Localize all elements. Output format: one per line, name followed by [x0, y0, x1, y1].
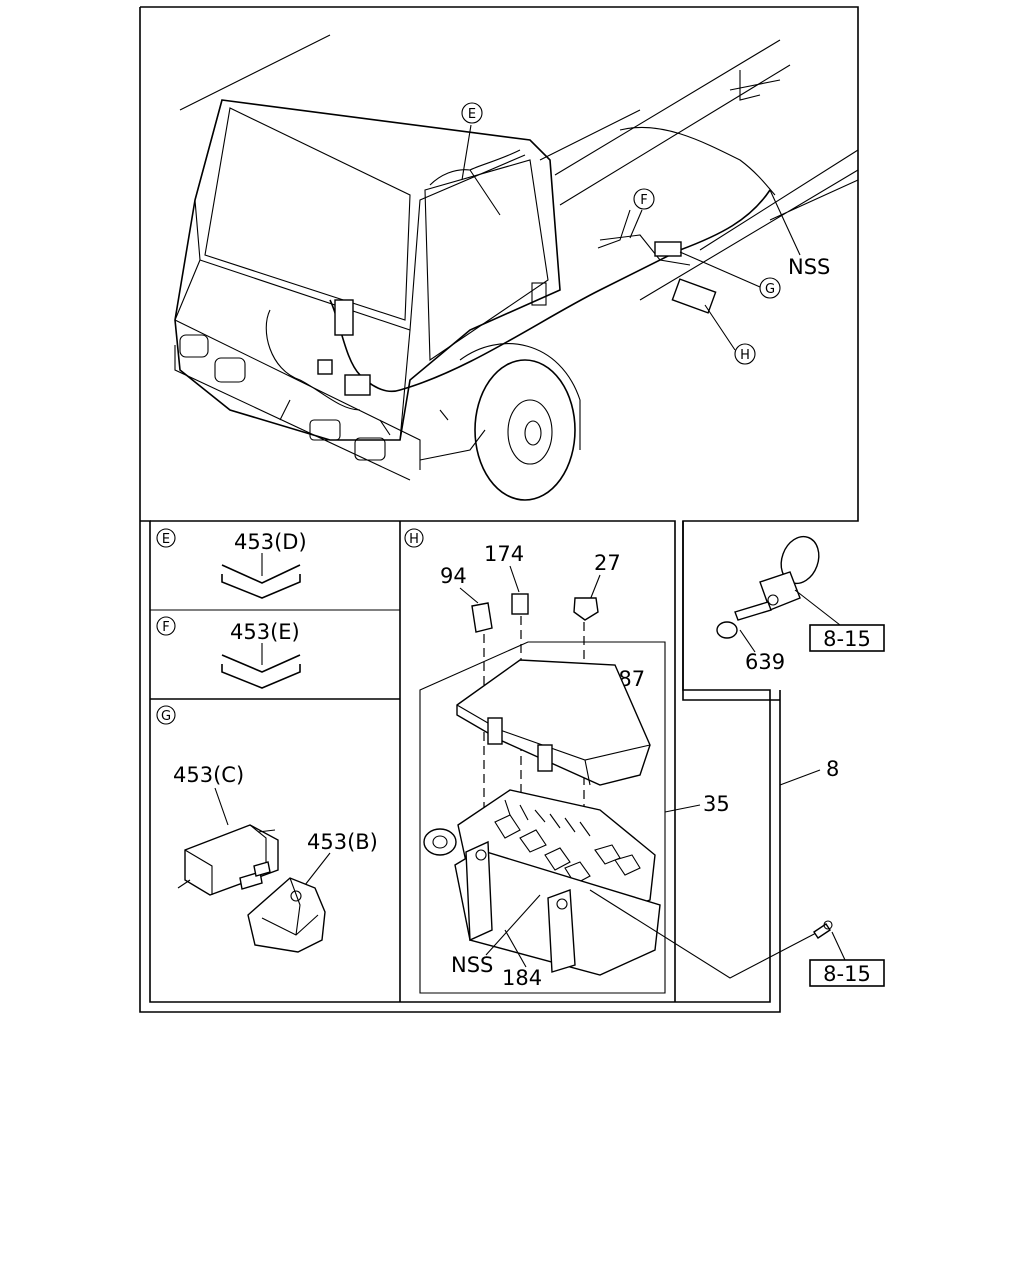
- assembly-callouts: 8 8-15: [779, 757, 885, 987]
- panel-e-part-label: 453(D): [234, 530, 307, 554]
- panel-g: G 453(C) 453(B): [156, 705, 378, 953]
- clip-bracket-icon: [759, 571, 801, 611]
- cover-latch-2: [537, 744, 553, 772]
- panel-g-letter: G: [161, 709, 171, 724]
- main-callout-f: F: [640, 193, 647, 208]
- relay-94-icon: [471, 602, 493, 633]
- main-callouts: E F G H NSS: [461, 102, 830, 365]
- label-639: 639: [745, 650, 785, 674]
- callout-circle-h: [734, 343, 756, 365]
- bolt-leader-line: [589, 889, 819, 979]
- panel-g-label-c: 453(C): [173, 763, 244, 787]
- fuse-box-grommet-icon: [423, 828, 457, 856]
- bracket-453b-icon: [247, 877, 326, 953]
- relay-453c-icon: [184, 824, 279, 896]
- main-view-frame: [140, 6, 859, 1003]
- ref-box-clip[interactable]: [809, 624, 885, 652]
- panel-e: E 453(D): [156, 528, 307, 599]
- panel-f: F 453(E): [156, 616, 301, 689]
- detail-frame-top: [150, 520, 676, 1002]
- label-8: 8: [826, 757, 839, 781]
- main-callout-e: E: [468, 107, 476, 122]
- label-94: 94: [440, 564, 467, 588]
- panel-f-part-label: 453(E): [230, 620, 300, 644]
- clip-panel-frame: [682, 521, 780, 701]
- grommet-453e-icon: [221, 654, 301, 689]
- fuse-box-cover-icon: [456, 659, 651, 786]
- bolt-639-icon: [734, 601, 772, 621]
- panel-e-letter: E: [162, 532, 170, 547]
- label-174: 174: [484, 542, 524, 566]
- fuse-27-icon: [573, 597, 599, 621]
- label-184: 184: [502, 966, 542, 990]
- ref-clip-label: 8-15: [823, 627, 871, 651]
- callout-circle-g: [759, 277, 781, 299]
- cover-latch-1: [487, 717, 503, 745]
- callout-circle-e: [461, 102, 483, 124]
- grommet-453d-icon: [221, 564, 301, 599]
- main-callout-h: H: [740, 348, 750, 363]
- main-callout-g: G: [765, 282, 775, 297]
- panel-h-letter: H: [409, 532, 419, 547]
- ref-bolt-label: 8-15: [823, 962, 871, 986]
- label-nss-box: NSS: [451, 953, 493, 977]
- label-27: 27: [594, 551, 621, 575]
- outer-frame: [139, 7, 781, 1013]
- panel-h: H 94 174 27 387: [404, 528, 819, 994]
- clip-panel: 639 8-15: [716, 535, 885, 674]
- callout-circle-f: [633, 188, 655, 210]
- main-label-nss: NSS: [788, 255, 830, 279]
- truck-illustration: [174, 34, 859, 501]
- fuse-box-frame: [419, 641, 666, 994]
- screw-icon: [813, 923, 831, 939]
- panel-g-label-b: 453(B): [307, 830, 378, 854]
- label-35: 35: [703, 792, 730, 816]
- frames: [139, 6, 859, 1013]
- relay-174-icon: [511, 593, 529, 615]
- ref-box-bolt[interactable]: [809, 959, 885, 987]
- panel-f-letter: F: [162, 620, 169, 635]
